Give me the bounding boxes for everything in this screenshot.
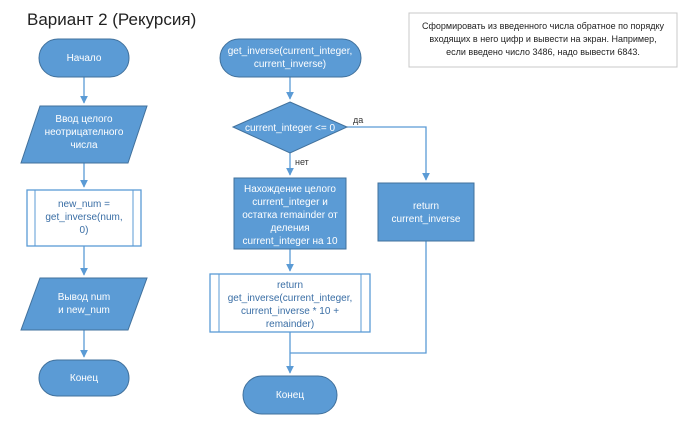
main-start-node: Начало — [38, 38, 130, 78]
main-output-label: и new_num — [58, 305, 110, 316]
condition-label: current_integer <= 0 — [245, 123, 335, 134]
condition-node: current_integer <= 0 — [231, 101, 349, 154]
connector-condition-yes — [347, 126, 430, 181]
return-recursive-node: return get_inverse(current_integer, curr… — [209, 273, 371, 333]
function-header-label: get_inverse(current_integer, — [228, 46, 353, 57]
function-end-node: Конец — [242, 375, 338, 415]
task-note-line: если введено число 3486, надо вывести 68… — [446, 47, 640, 57]
function-header-label: current_inverse) — [254, 59, 326, 70]
main-input-node: Ввод целого неотрицателного числа — [20, 105, 148, 164]
main-output-node: Вывод num и new_num — [20, 277, 148, 331]
compute-label: Нахождение целого — [244, 184, 336, 195]
return-recursive-label: get_inverse(current_integer, — [228, 293, 353, 304]
task-note: Сформировать из введенного числа обратно… — [408, 12, 678, 68]
compute-label: current_integer на 10 — [242, 236, 337, 247]
main-input-label: Ввод целого — [55, 114, 113, 125]
label-yes: да — [353, 115, 363, 125]
task-note-line: входящих в него цифр и вывести на экран.… — [429, 34, 656, 44]
function-flow-connectors — [286, 77, 430, 374]
return-base-node: return current_inverse — [377, 182, 475, 242]
diagram-title: Вариант 2 (Рекурсия) — [27, 10, 196, 29]
compute-label: деления — [271, 223, 310, 234]
main-end-node: Конец — [38, 359, 130, 397]
compute-label: остатка remainder от — [242, 210, 338, 221]
task-note-line: Сформировать из введенного числа обратно… — [422, 21, 665, 31]
main-call-label: new_num = — [58, 199, 110, 210]
return-recursive-label: remainder) — [266, 319, 314, 330]
return-base-label: return — [413, 201, 439, 212]
return-recursive-label: current_inverse * 10 + — [241, 306, 339, 317]
main-output-label: Вывод num — [58, 292, 110, 303]
main-start-label: Начало — [67, 53, 102, 64]
return-recursive-label: return — [277, 280, 303, 291]
compute-label: current_integer и — [252, 197, 328, 208]
main-input-label: числа — [70, 140, 98, 151]
main-call-node: new_num = get_inverse(num, 0) — [26, 189, 142, 247]
compute-node: Нахождение целого current_integer и оста… — [233, 177, 347, 250]
function-end-label: Конец — [276, 390, 304, 401]
label-no: нет — [295, 157, 309, 167]
connector-base-to-end — [290, 241, 427, 354]
return-base-label: current_inverse — [392, 214, 461, 225]
main-call-label: get_inverse(num, — [45, 212, 122, 223]
main-input-label: неотрицателного — [45, 127, 124, 138]
main-call-label: 0) — [80, 225, 89, 236]
main-end-label: Конец — [70, 373, 98, 384]
function-header-node: get_inverse(current_integer, current_inv… — [219, 38, 362, 78]
